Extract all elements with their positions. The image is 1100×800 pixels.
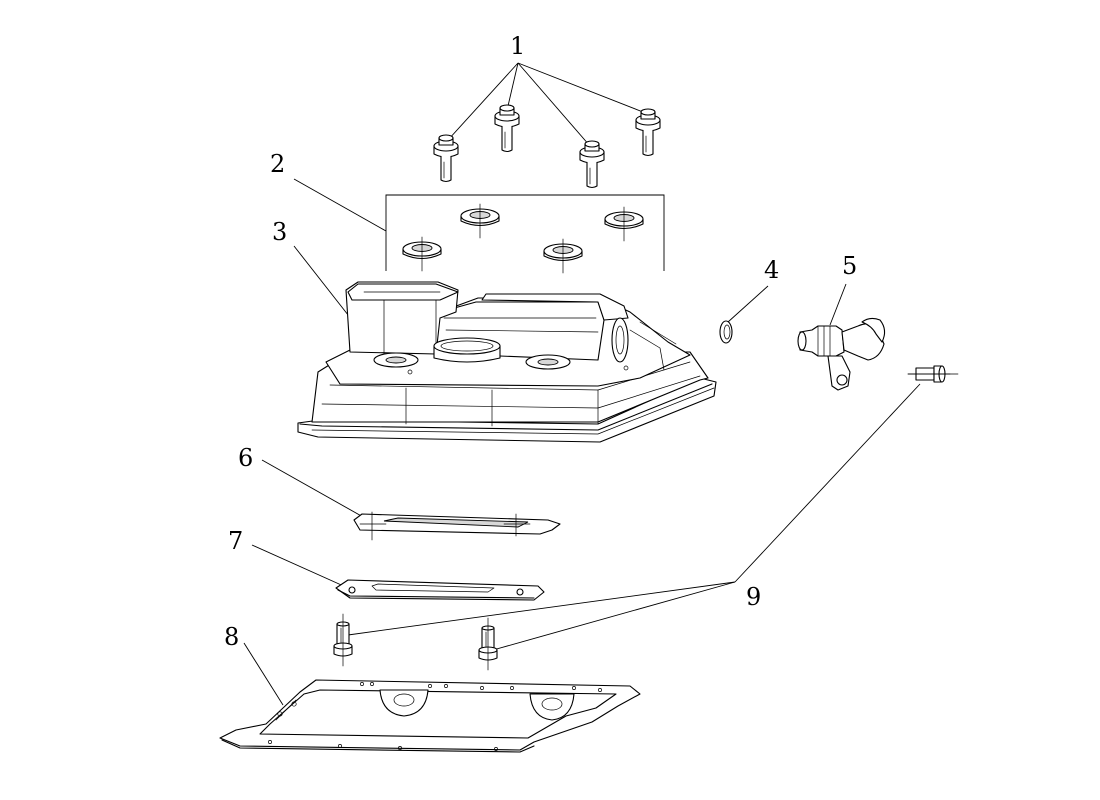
bolt <box>433 134 459 183</box>
bolts-part-1 <box>433 104 661 189</box>
stud <box>333 613 353 667</box>
callout-6: 6 <box>238 444 253 472</box>
callout-5: 5 <box>842 252 857 280</box>
bolt <box>579 140 605 189</box>
cover-gasket-part-8 <box>219 679 641 753</box>
callout-1: 1 <box>510 32 525 60</box>
callout-labels: 1 2 3 4 5 6 7 8 9 <box>224 32 857 651</box>
valve-cover-part-3 <box>297 281 717 443</box>
bolt <box>494 104 520 153</box>
gasket-part-6 <box>353 511 561 541</box>
o-ring-part-4 <box>719 320 733 344</box>
callout-9: 9 <box>746 583 761 611</box>
callout-4: 4 <box>764 256 779 284</box>
callout-7: 7 <box>228 527 243 555</box>
leader-lines <box>243 62 921 706</box>
stud <box>478 617 498 671</box>
washer <box>460 203 500 239</box>
breather-elbow-part-5 <box>797 317 886 391</box>
callout-3: 3 <box>272 218 287 246</box>
callout-2: 2 <box>270 150 285 178</box>
washer <box>543 238 583 274</box>
washers-part-2 <box>402 203 644 274</box>
washer <box>402 236 442 272</box>
washer <box>604 206 644 242</box>
bolt <box>635 108 661 157</box>
studs-part-9 <box>333 365 959 671</box>
callout-8: 8 <box>224 623 239 651</box>
baffle-plate-part-7 <box>335 579 545 601</box>
